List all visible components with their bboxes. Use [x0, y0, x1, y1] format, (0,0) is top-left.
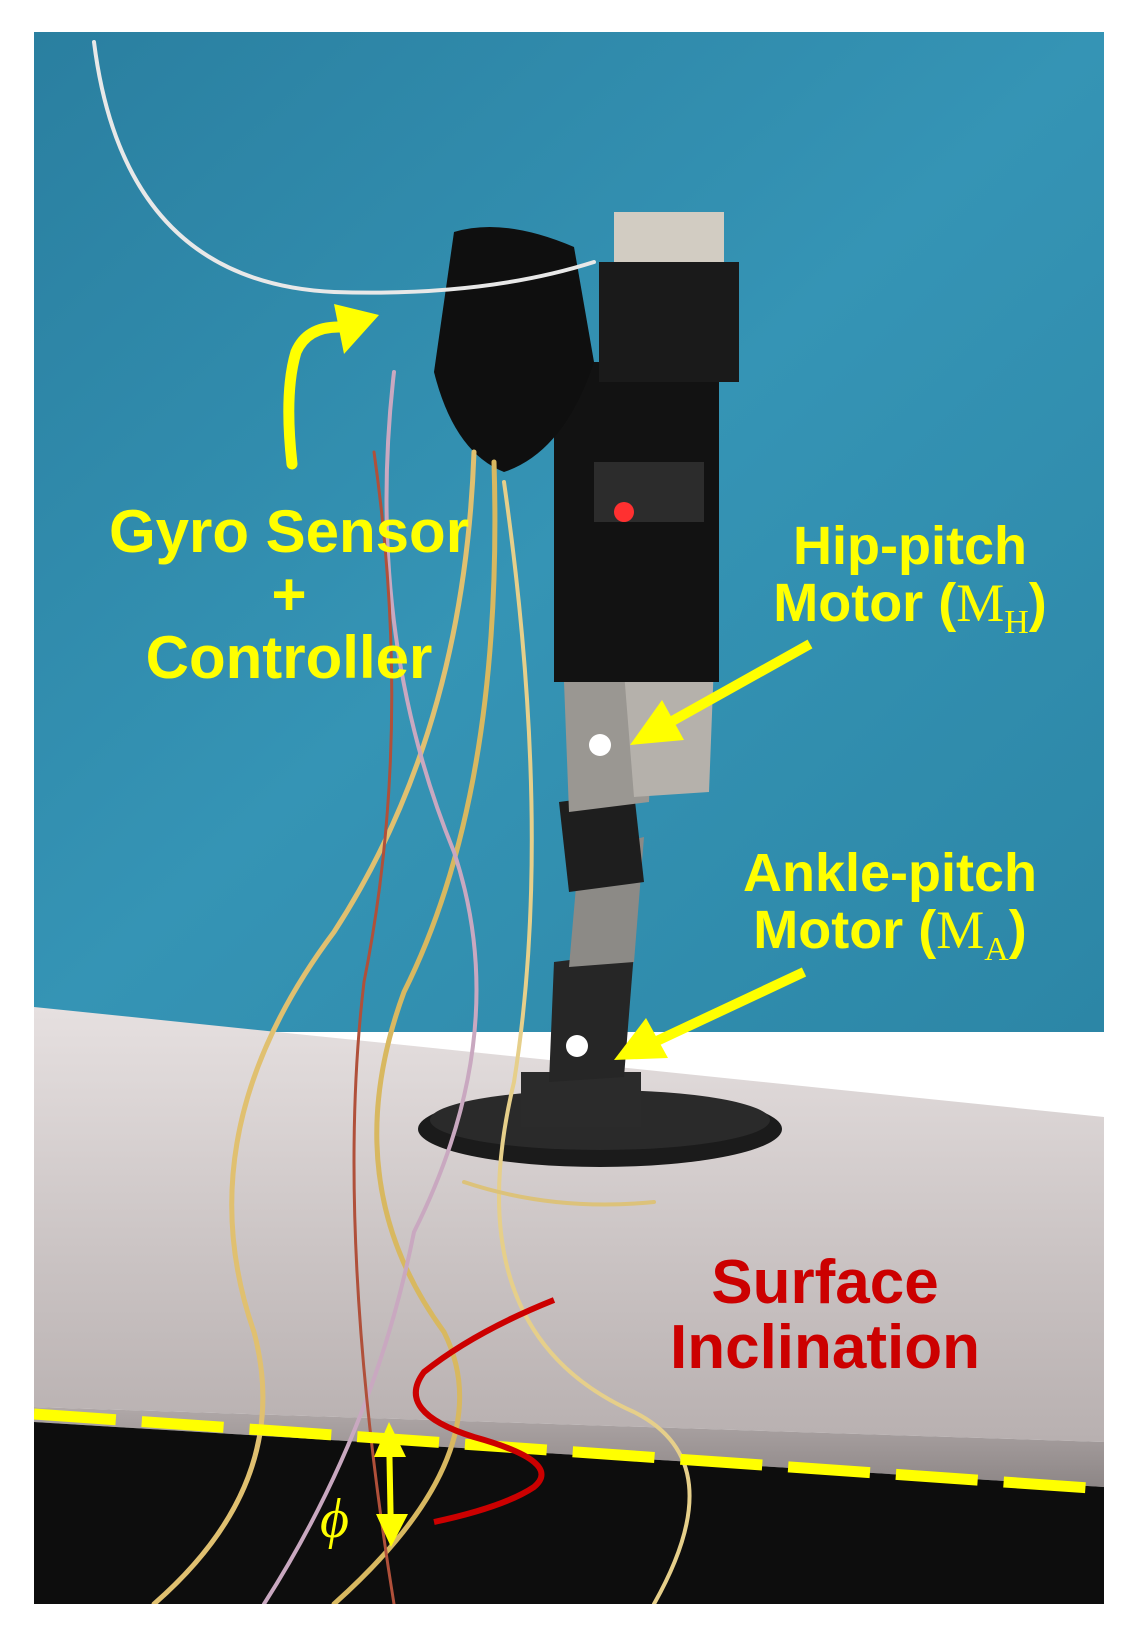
- hip-motor-subscript: H: [1004, 603, 1029, 641]
- hip-motor-close: ): [1028, 572, 1047, 633]
- ankle-motor-symbol: M: [936, 899, 985, 960]
- hip-label-line1: Hip-pitch: [793, 516, 1027, 576]
- surface-label: Surface Inclination: [600, 1250, 1050, 1380]
- robot-photo: [34, 32, 1104, 1604]
- hip-motor-symbol: M: [956, 572, 1005, 633]
- angle-phi-label: ϕ: [320, 1488, 349, 1550]
- ankle-label-line2: Motor (MA): [680, 899, 1100, 968]
- robot-knee: [559, 792, 644, 892]
- ankle-label: Ankle-pitch Motor (MA): [680, 845, 1100, 967]
- hip-motor-text: Motor (: [773, 572, 957, 633]
- ankle-motor-close: ): [1008, 899, 1027, 960]
- ankle-label-line1: Ankle-pitch: [742, 843, 1038, 903]
- ankle-motor-text: Motor (: [753, 899, 937, 960]
- gyro-label-line3: Controller: [145, 624, 433, 691]
- gyro-label-line2: +: [271, 561, 307, 628]
- gyro-label: Gyro Sensor + Controller: [44, 500, 534, 689]
- table-surface: [34, 1007, 1104, 1442]
- hip-label: Hip-pitch Motor (MH): [720, 518, 1100, 640]
- ankle-motor-subscript: A: [984, 930, 1009, 968]
- gyro-label-line1: Gyro Sensor: [108, 498, 470, 565]
- robot-shin: [549, 952, 634, 1082]
- hip-label-line2: Motor (MH): [720, 572, 1100, 641]
- surface-label-line2: Inclination: [670, 1313, 980, 1383]
- surface-label-line1: Surface: [711, 1248, 939, 1317]
